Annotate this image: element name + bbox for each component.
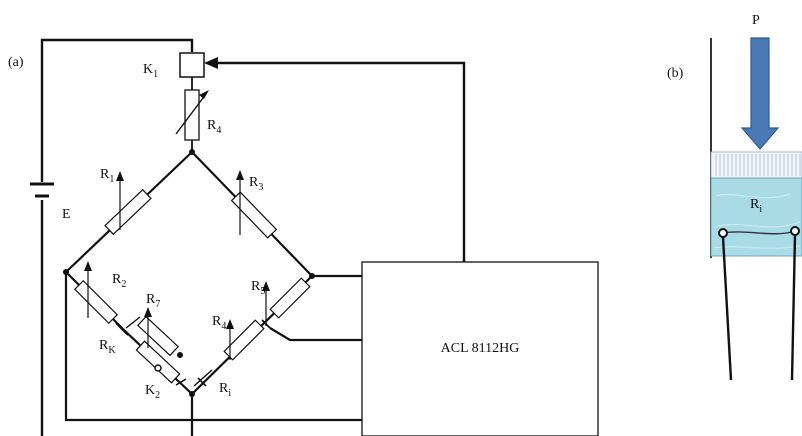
r7-link xyxy=(125,316,141,329)
resistor-ri xyxy=(193,369,213,387)
resistor-r7-label: R7 xyxy=(146,292,160,310)
resistor-rk-label: RK xyxy=(99,338,116,356)
rk-tick-2 xyxy=(175,378,187,386)
relay-k1-label: K1 xyxy=(143,62,158,80)
r2-variable-arrow xyxy=(84,261,92,318)
ri-tick xyxy=(197,377,207,387)
resistor-r1-label: R1 xyxy=(100,167,114,185)
press-cap-hatching xyxy=(715,154,801,176)
panel-a: (a) E K1 R4 xyxy=(8,38,599,436)
switch-k2 xyxy=(154,364,162,372)
resistor-r4-lower-label: R4 xyxy=(212,314,226,332)
relay-k1 xyxy=(179,52,205,78)
panel-a-tag: (a) xyxy=(8,55,24,70)
daq-label: ACL 8112HG xyxy=(441,341,520,356)
r7-variable-arrow xyxy=(144,307,152,348)
r7-end-node xyxy=(177,352,183,358)
resistor-rk xyxy=(135,340,181,384)
battery-e-label: E xyxy=(62,207,71,222)
r4-top-variable-arrow xyxy=(175,90,209,135)
k1-control-line xyxy=(204,57,466,262)
panel-b-tag: (b) xyxy=(667,66,684,81)
r3-variable-arrow xyxy=(236,170,244,235)
resistor-ri-label: Ri xyxy=(219,381,231,399)
resistor-r4-lower xyxy=(223,319,265,361)
battery-e xyxy=(30,182,54,198)
lead-wire-right xyxy=(790,234,797,381)
r4-lower-tick xyxy=(261,319,271,329)
resistor-r2 xyxy=(73,279,119,325)
electrode-left xyxy=(718,228,728,238)
press-cap xyxy=(710,151,802,179)
ri-sensor-label: Ri xyxy=(750,197,762,215)
sensor-link-wire xyxy=(722,230,796,235)
resistor-r3 xyxy=(230,191,278,239)
switch-k2-label: K2 xyxy=(145,383,160,401)
node-top xyxy=(189,149,195,155)
resistor-r4-top-label: R4 xyxy=(207,118,221,136)
panel-b: (b) Ri P xyxy=(667,13,802,381)
resistor-r5-label: R5 xyxy=(251,279,265,297)
resistor-r5 xyxy=(269,277,311,319)
rk-tick-1 xyxy=(115,322,129,336)
power-loop-wires xyxy=(40,38,194,436)
r5-variable-arrow xyxy=(262,281,270,326)
r1-variable-arrow xyxy=(116,171,124,230)
resistor-r3-label: R3 xyxy=(249,175,263,193)
daq-box xyxy=(361,261,599,436)
r4-lower-variable-arrow xyxy=(226,319,234,360)
sensing-medium xyxy=(710,177,802,257)
lead-wire-left xyxy=(721,236,733,381)
electrode-right xyxy=(790,226,800,236)
resistor-r1 xyxy=(104,188,152,236)
force-arrow xyxy=(740,37,780,150)
resistor-r4-top xyxy=(184,89,200,141)
force-label: P xyxy=(752,13,760,28)
resistor-r2-label: R2 xyxy=(112,272,126,290)
bridge-diamond-wires xyxy=(65,151,313,395)
daq-signal-wires xyxy=(64,272,362,436)
medium-texture xyxy=(713,193,801,249)
